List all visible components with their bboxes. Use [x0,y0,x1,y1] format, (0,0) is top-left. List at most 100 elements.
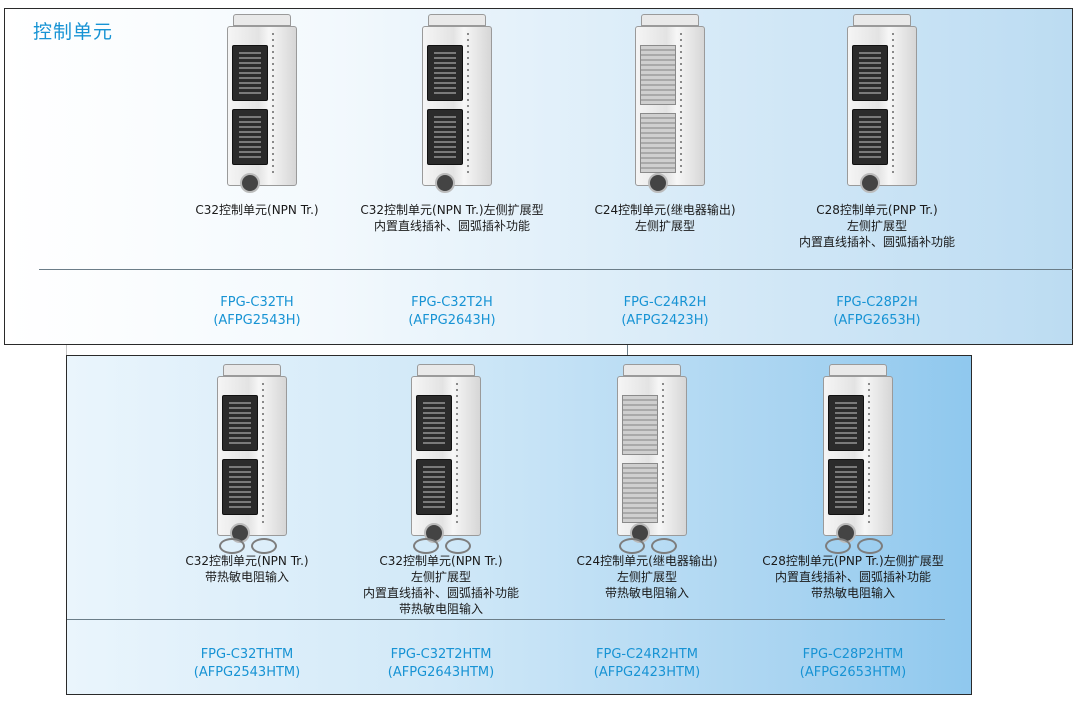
tool-port [860,173,880,193]
terminal-block [622,395,658,455]
io-connector [828,459,864,515]
product-model: FPG-C32THTM (AFPG2543HTM) [137,646,357,682]
product-card [137,364,357,558]
io-connector [852,45,888,101]
terminal-block [622,463,658,523]
product-description: C28控制单元(PNP Tr.)左侧扩展型内置直线插补、圆弧插补功能带热敏电阻输… [743,553,963,601]
unit-top-cover [428,14,486,26]
description-line: C32控制单元(NPN Tr.) [195,203,319,217]
plc-unit-image [399,364,483,558]
product-description: C24控制单元(继电器输出)左侧扩展型带热敏电阻输入 [537,553,757,601]
thermistor-cable [619,538,645,554]
product-card [743,364,963,558]
product-description: C32控制单元(NPN Tr.)左侧扩展型内置直线插补、圆弧插补功能 [342,202,562,234]
unit-body [217,376,287,543]
unit-body [422,26,492,193]
part-number: (AFPG2643HTM) [387,665,495,680]
top-divider [39,269,1073,270]
thermistor-cable [251,538,277,554]
tool-port [648,173,668,193]
product-description: C28控制单元(PNP Tr.) 左侧扩展型内置直线插补、圆弧插补功能 [767,202,987,250]
product-card [537,364,757,558]
unit-top-cover [623,364,681,376]
model-number: FPG-C24R2HTM [596,647,698,662]
description-line: 带热敏电阻输入 [810,586,895,600]
terminal-block [640,113,676,173]
thermistor-cable [825,538,851,554]
product-model: FPG-C28P2H (AFPG2653H) [767,294,987,330]
description-line: C24控制单元(继电器输出) [576,554,718,568]
description-line: 左侧扩展型 [410,570,471,584]
description-line: C28控制单元(PNP Tr.) [816,203,938,217]
product-model: FPG-C24R2HTM(AFPG2423HTM) [537,646,757,682]
product-card [147,14,367,194]
description-line: C32控制单元(NPN Tr.) [185,554,309,568]
unit-top-cover [641,14,699,26]
unit-body [635,26,705,193]
io-connector [416,395,452,451]
plc-unit-image [410,14,494,194]
model-number: FPG-C28P2HTM [802,647,904,662]
thermistor-cable [413,538,439,554]
description-line: 内置直线插补、圆弧插补功能 [798,235,955,249]
unit-body [823,376,893,543]
product-description: C32控制单元(NPN Tr.) [147,202,367,218]
left-edge-line [66,345,67,355]
unit-top-cover [853,14,911,26]
description-line: C28控制单元(PNP Tr.)左侧扩展型 [762,554,944,568]
unit-body [617,376,687,543]
io-connector [427,109,463,165]
description-line: C32控制单元(NPN Tr.)左侧扩展型 [360,203,544,217]
description-line: 带热敏电阻输入 [204,570,289,584]
description-line: C32控制单元(NPN Tr.) [379,554,503,568]
part-number: (AFPG2543HTM) [193,665,301,680]
tool-port [435,173,455,193]
io-connector [416,459,452,515]
description-line: 带热敏电阻输入 [398,602,483,616]
description-line: 左侧扩展型 [634,219,695,233]
model-number: FPG-C32THTM [200,647,294,662]
terminal-block [640,45,676,105]
description-line: 带热敏电阻输入 [604,586,689,600]
product-card [555,14,775,194]
description-line: 内置直线插补、圆弧插补功能 [373,219,530,233]
plc-unit-image [205,364,289,558]
product-card [342,14,562,194]
model-number: FPG-C24R2H [623,295,707,310]
thermistor-cable [445,538,471,554]
unit-top-cover [233,14,291,26]
product-model: FPG-C28P2HTM (AFPG2653HTM) [743,646,963,682]
plc-unit-image [605,364,689,558]
plc-unit-image [623,14,707,194]
product-card [767,14,987,194]
thermistor-cable [857,538,883,554]
io-connector [852,109,888,165]
unit-body [411,376,481,543]
io-connector [222,459,258,515]
unit-top-cover [417,364,475,376]
product-model: FPG-C32T2H(AFPG2643H) [342,294,562,330]
product-description: C32控制单元(NPN Tr.) 左侧扩展型内置直线插补、圆弧插补功能带热敏电阻输… [331,553,551,617]
unit-body [227,26,297,193]
model-number: FPG-C32T2HTM [390,647,492,662]
description-line: 内置直线插补、圆弧插补功能 [362,586,519,600]
description-line: 内置直线插补、圆弧插补功能 [774,570,931,584]
product-description: C32控制单元(NPN Tr.) 带热敏电阻输入 [137,553,357,585]
plc-unit-image [811,364,895,558]
io-connector [232,109,268,165]
io-connector [222,395,258,451]
io-connector [232,45,268,101]
thermistor-cable [219,538,245,554]
product-model: FPG-C24R2H(AFPG2423H) [555,294,775,330]
plc-unit-image [215,14,299,194]
description-line: 左侧扩展型 [846,219,907,233]
unit-top-cover [223,364,281,376]
unit-top-cover [829,364,887,376]
model-number: FPG-C28P2H [836,295,918,310]
part-number: (AFPG2653HTM) [799,665,907,680]
unit-body [847,26,917,193]
part-number: (AFPG2543H) [213,313,301,328]
tool-port [240,173,260,193]
part-number: (AFPG2653H) [833,313,921,328]
model-number: FPG-C32T2H [411,295,493,310]
